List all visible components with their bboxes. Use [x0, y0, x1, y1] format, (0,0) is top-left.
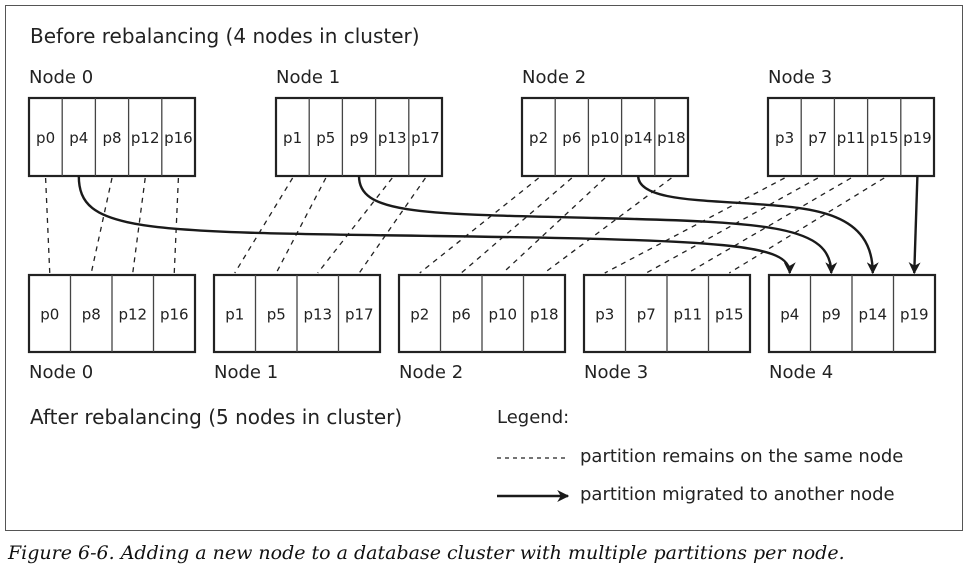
remain-line-p0: [44, 177, 51, 274]
partition-cell-p6: p6: [452, 306, 471, 324]
partition-cell-p18: p18: [657, 129, 686, 147]
partition-cell-p3: p3: [775, 129, 794, 147]
partition-cell-p1: p1: [225, 306, 244, 324]
bot-node-label-0: Node 0: [29, 362, 94, 383]
partition-cell-p8: p8: [82, 306, 101, 324]
remain-line-p18: [543, 177, 672, 274]
after-title: After rebalancing (5 nodes in cluster): [30, 405, 403, 429]
node-box: [520, 96, 690, 178]
before-title: Before rebalancing (4 nodes in cluster): [30, 24, 420, 48]
partition-cell-p19: p19: [903, 129, 932, 147]
partition-cell-p7: p7: [808, 129, 827, 147]
partition-cell-p1: p1: [283, 129, 302, 147]
top-node-label-2: Node 2: [522, 67, 587, 88]
partition-cell-p16: p16: [160, 306, 189, 324]
partition-cell-p7: p7: [637, 306, 656, 324]
partition-cell-p0: p0: [40, 306, 59, 324]
partition-cell-p8: p8: [102, 129, 121, 147]
partition-cell-p9: p9: [822, 306, 841, 324]
remain-line-p5: [275, 177, 327, 274]
partition-cell-p13: p13: [378, 129, 407, 147]
remain-line-p13: [317, 177, 393, 274]
migrate-arrow-p14: [637, 175, 879, 275]
remain-line-p15: [728, 177, 885, 274]
remain-line-p2: [419, 177, 540, 274]
top-node-label-1: Node 1: [276, 67, 341, 88]
remain-line-p11: [687, 177, 852, 274]
partition-cell-p4: p4: [780, 306, 799, 324]
remain-line-p17: [358, 177, 426, 274]
remain-line-p6: [460, 177, 573, 274]
node-box: [766, 96, 936, 178]
partition-cell-p17: p17: [345, 306, 374, 324]
bot-node-label-3: Node 3: [584, 362, 649, 383]
partition-cell-p11: p11: [837, 129, 866, 147]
top-node-label-0: Node 0: [29, 67, 94, 88]
top-node-label-3: Node 3: [768, 67, 833, 88]
migrate-arrow-p9: [357, 175, 838, 275]
legend-dashed-label: partition remains on the same node: [580, 446, 904, 467]
partition-cell-p9: p9: [349, 129, 368, 147]
remain-line-p1: [234, 177, 294, 274]
partition-cell-p19: p19: [900, 306, 929, 324]
partition-cell-p5: p5: [316, 129, 335, 147]
partition-cell-p12: p12: [118, 306, 147, 324]
partition-cell-p2: p2: [529, 129, 548, 147]
legend-title: Legend:: [497, 407, 570, 428]
partition-cell-p4: p4: [69, 129, 88, 147]
partition-cell-p17: p17: [411, 129, 440, 147]
partition-cell-p12: p12: [131, 129, 160, 147]
diagram-frame: [5, 5, 963, 531]
figure-caption: Figure 6-6. Adding a new node to a datab…: [8, 542, 845, 564]
bot-node-label-1: Node 1: [214, 362, 279, 383]
remain-line-p10: [502, 177, 606, 274]
partition-cell-p6: p6: [562, 129, 581, 147]
partition-cell-p18: p18: [530, 306, 559, 324]
remain-line-p7: [645, 177, 819, 274]
partition-cell-p10: p10: [591, 129, 620, 147]
partition-cell-p15: p15: [870, 129, 899, 147]
legend-arrow-label: partition migrated to another node: [580, 484, 895, 505]
remain-line-p3: [604, 177, 785, 274]
partition-cell-p2: p2: [410, 306, 429, 324]
partition-cell-p15: p15: [715, 306, 744, 324]
remain-line-p16: [173, 177, 180, 274]
partition-cell-p13: p13: [303, 306, 332, 324]
bot-node-label-4: Node 4: [769, 362, 834, 383]
bot-node-label-2: Node 2: [399, 362, 464, 383]
node-box: [274, 96, 444, 178]
remain-line-p8: [90, 177, 113, 274]
migrate-arrow-p19: [908, 175, 921, 275]
partition-cell-p3: p3: [595, 306, 614, 324]
partition-cell-p14: p14: [624, 129, 653, 147]
partition-cell-p16: p16: [164, 129, 193, 147]
partition-cell-p0: p0: [36, 129, 55, 147]
migrate-arrow-p4: [77, 175, 796, 275]
partition-cell-p14: p14: [858, 306, 887, 324]
partition-cell-p10: p10: [488, 306, 517, 324]
partition-cell-p5: p5: [267, 306, 286, 324]
partition-cell-p11: p11: [673, 306, 702, 324]
node-box: [27, 96, 197, 178]
